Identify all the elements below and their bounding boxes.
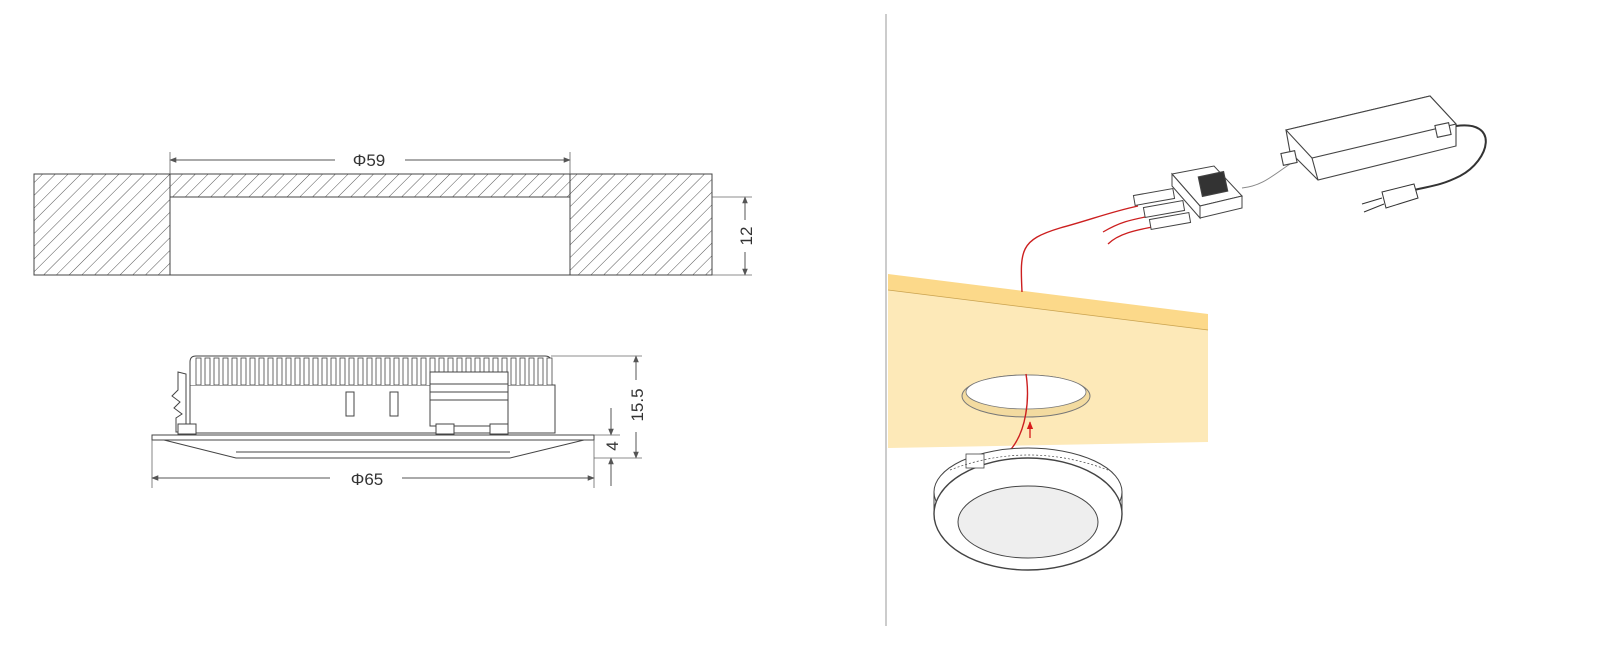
heatsink-fin [321, 357, 328, 386]
heatsink-fin [546, 357, 553, 386]
heatsink-fin [375, 357, 382, 386]
cutout-hole [169, 196, 571, 276]
wood-panel-edge [888, 274, 1208, 330]
panel-left-section [33, 173, 171, 276]
heatsink-fin [294, 357, 301, 386]
fixture-flange-label: 4 [603, 441, 622, 450]
cutout-depth-label: 12 [737, 227, 756, 246]
panel-top-section [169, 173, 571, 198]
heatsink-fin [240, 357, 247, 386]
heatsink-fin [222, 357, 229, 386]
heatsink-fin [420, 357, 427, 386]
heatsink-fin [348, 357, 355, 386]
power-cord [1413, 124, 1487, 191]
cutout-diameter-dimension: Φ59 [169, 151, 571, 174]
heatsink-fin [267, 357, 274, 386]
heatsink-fin [312, 357, 319, 386]
heatsink-fin [330, 357, 337, 386]
fixture-flange-dimension: 4 [603, 408, 622, 486]
cutout-section-drawing: Φ59 12 [33, 151, 756, 276]
power-plug [1361, 183, 1419, 213]
heatsink-fin [402, 357, 409, 386]
heatsink-fin [285, 357, 292, 386]
wood-panel [888, 290, 1208, 448]
heatsink-fin [276, 357, 283, 386]
heatsink-fin [510, 357, 517, 386]
heatsink-fin [366, 357, 373, 386]
panel-right-section [569, 173, 713, 276]
heatsink-fin [528, 357, 535, 386]
fixture-diameter-dimension: Φ65 [151, 440, 595, 489]
heatsink-fin [519, 357, 526, 386]
spare-wire-a [1102, 215, 1151, 233]
cutout-depth-dimension: 12 [712, 196, 756, 276]
heatsink-fin [537, 357, 544, 386]
driver-output-cable [1241, 163, 1291, 189]
heatsink-fin [204, 357, 211, 386]
downlight-fixture [933, 447, 1123, 571]
heatsink-fin [393, 357, 400, 386]
spare-wire-b [1107, 225, 1159, 245]
distribution-connector [1132, 165, 1243, 230]
fixture-height-dimension: 15.5 [551, 355, 647, 459]
panel-hole [965, 374, 1087, 410]
fixture-height-label: 15.5 [628, 388, 647, 421]
heatsink-fin [249, 357, 256, 386]
main-wire [1020, 205, 1139, 293]
heatsink-fin [411, 357, 418, 386]
heatsink-fin [303, 357, 310, 386]
fixture-diameter-label: Φ65 [351, 470, 383, 489]
heatsink-fin [384, 357, 391, 386]
installation-illustration [887, 95, 1487, 571]
heatsink-fin [213, 357, 220, 386]
heatsink-fin [231, 357, 238, 386]
fixture-side-view [151, 355, 595, 459]
heatsink-fin [258, 357, 265, 386]
heatsink-fin [195, 357, 202, 386]
heatsink-fin [339, 357, 346, 386]
power-supply [1280, 95, 1458, 181]
heatsink-fin [357, 357, 364, 386]
cutout-diameter-label: Φ59 [353, 151, 385, 170]
